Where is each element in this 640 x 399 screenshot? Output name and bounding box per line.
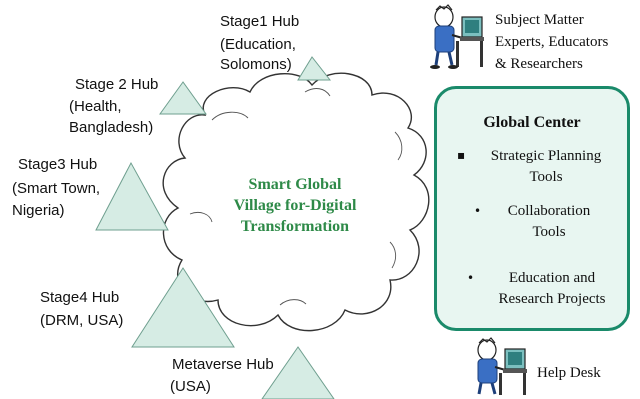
hub-stage3-title: Stage3 Hub: [18, 156, 98, 173]
global-center-item-3-line-1: Education and: [508, 270, 596, 286]
hub-stage2-detail-1: (Health,: [69, 98, 122, 115]
experts-label-line-2: Experts, Educators: [495, 34, 609, 50]
hub-triangle-metaverse: [261, 346, 335, 399]
person-at-computer-icon: [477, 337, 527, 395]
hub-stage3-detail-1: (Smart Town,: [12, 180, 101, 197]
hub-metaverse-detail-1: (USA): [170, 378, 211, 395]
hub-stage2-title: Stage 2 Hub: [75, 76, 159, 93]
hub-stage3-detail-2: Nigeria): [12, 202, 65, 219]
help-desk-label: Help Desk: [537, 365, 601, 381]
hub-triangle-stage2: [159, 81, 207, 115]
global-center-item-1-line-1: Strategic Planning: [490, 148, 602, 164]
hub-triangle-stage4: [131, 267, 235, 348]
experts-label-line-1: Subject Matter: [495, 12, 584, 28]
global-center-item-2: Collaboration Tools: [489, 201, 609, 243]
cloud-title-line-1: Smart Global: [248, 176, 342, 193]
hub-metaverse-title: Metaverse Hub: [172, 356, 274, 373]
hub-stage1-detail-2: Solomons): [220, 56, 292, 73]
bullet-square-icon: ▪: [457, 148, 466, 162]
global-center-item-2-line-1: Collaboration: [507, 203, 591, 219]
global-center-panel: Global Center ▪ Strategic Planning Tools…: [434, 86, 630, 331]
global-center-item-2-line-2: Tools: [532, 224, 566, 240]
global-center-item-3: Education and Research Projects: [477, 268, 627, 310]
experts-label-line-3: & Researchers: [495, 56, 583, 72]
global-center-title: Global Center: [483, 114, 581, 131]
hub-triangle-stage3: [95, 161, 169, 231]
global-center-item-1-line-2: Tools: [529, 169, 563, 185]
person-at-computer-icon: [430, 4, 484, 69]
hub-stage1-detail-1: (Education,: [220, 36, 296, 53]
bullet-dot-icon: •: [467, 271, 475, 285]
hub-stage4-title: Stage4 Hub: [40, 289, 120, 306]
cloud-title-line-3: Transformation: [240, 218, 350, 235]
bullet-dot-icon: •: [474, 204, 482, 218]
global-center-item-1: Strategic Planning Tools: [471, 146, 621, 188]
global-center-item-3-line-2: Research Projects: [498, 291, 606, 307]
cloud-title-line-2: Village for-Digital: [233, 197, 357, 214]
hub-stage4-detail-1: (DRM, USA): [40, 312, 124, 329]
cloud-title: Smart Global Village for-Digital Transfo…: [200, 174, 390, 237]
hub-triangle-stage1: [297, 56, 332, 81]
hub-stage2-detail-2: Bangladesh): [69, 119, 154, 136]
hub-stage1-title: Stage1 Hub: [220, 13, 300, 30]
